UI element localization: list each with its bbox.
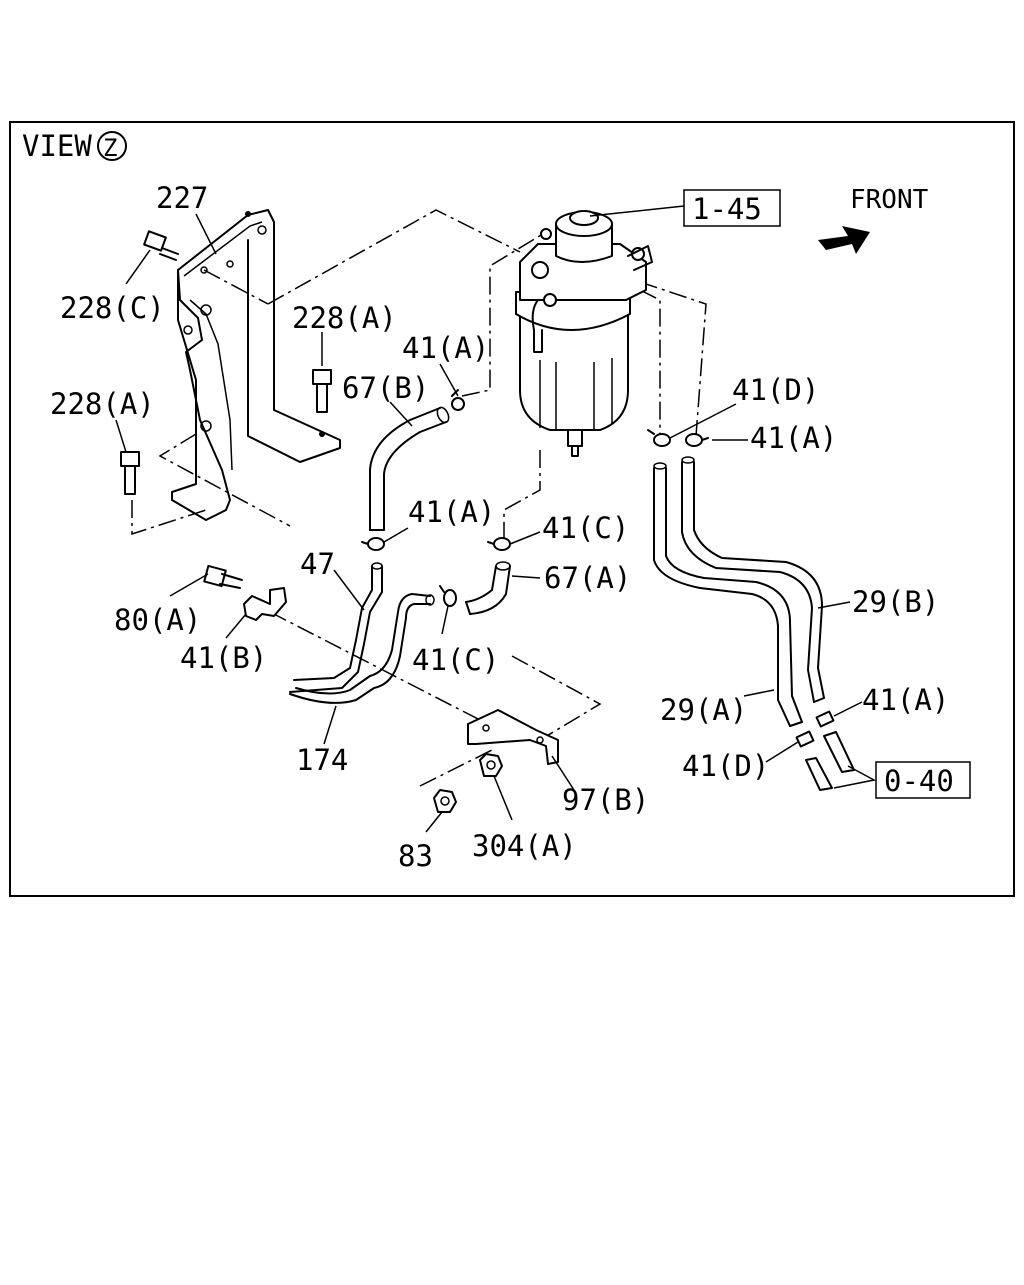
callout-41c-low: 41(C) xyxy=(412,643,499,677)
align-line-3 xyxy=(158,433,291,527)
view-letter-circle xyxy=(97,131,127,161)
callout-80a: 80(A) xyxy=(114,603,201,637)
callout-41a-right: 41(A) xyxy=(750,421,837,455)
pipe-29a xyxy=(653,462,803,727)
callout-41d-low: 41(D) xyxy=(682,749,769,783)
callout-47: 47 xyxy=(300,547,335,581)
callout-174: 174 xyxy=(296,743,348,777)
callout-228c: 228(C) xyxy=(60,291,165,325)
callout-41c-mid: 41(C) xyxy=(542,511,629,545)
front-arrow-icon xyxy=(818,226,870,254)
hose-67b xyxy=(369,406,450,531)
callout-41a-top: 41(A) xyxy=(402,331,489,365)
callout-29b: 29(B) xyxy=(852,585,939,619)
callout-0-40-box xyxy=(875,761,971,799)
callout-41b: 41(B) xyxy=(180,641,267,675)
view-letter: Z xyxy=(103,134,117,162)
bracket-227 xyxy=(171,209,341,521)
hose-67a xyxy=(465,561,511,615)
callout-41d-right: 41(D) xyxy=(732,373,819,407)
callout-67a: 67(A) xyxy=(544,561,631,595)
clamp-41c-low xyxy=(439,585,457,607)
callout-29a: 29(A) xyxy=(660,693,747,727)
pipe-29b xyxy=(681,456,825,703)
align-line-4 xyxy=(131,500,207,536)
bolt-228a-top xyxy=(312,369,332,413)
align-line-10 xyxy=(511,655,602,741)
leader-lines xyxy=(115,205,877,833)
callout-228a-left: 228(A) xyxy=(50,387,155,421)
pipe-174 xyxy=(289,593,435,704)
bracket-97b xyxy=(467,709,559,765)
callout-228a-top: 228(A) xyxy=(292,301,397,335)
front-label: FRONT xyxy=(850,185,929,215)
fuel-filter-assembly xyxy=(515,210,653,457)
nut-83 xyxy=(433,789,457,813)
clamp-41d-low xyxy=(795,730,815,748)
align-line-9 xyxy=(269,611,481,721)
clamp-41a-right xyxy=(685,433,709,447)
callout-1-45-box xyxy=(683,189,781,227)
callout-41a-low: 41(A) xyxy=(862,683,949,717)
callout-41a-mid: 41(A) xyxy=(408,495,495,529)
clamp-41a-low xyxy=(815,710,835,728)
align-line-5 xyxy=(461,231,547,397)
callout-1-45: 1-45 xyxy=(692,192,762,226)
bolt-228c xyxy=(143,230,179,261)
align-line-8 xyxy=(639,281,707,437)
callout-83: 83 xyxy=(398,839,433,873)
bolt-228a-left xyxy=(120,451,140,495)
callout-227: 227 xyxy=(156,181,208,215)
align-line-2 xyxy=(203,269,269,305)
nut-304a xyxy=(479,753,503,777)
clip-41b xyxy=(243,587,287,621)
clamp-41d-right xyxy=(647,429,671,447)
view-frame xyxy=(9,121,1015,897)
callout-97b: 97(B) xyxy=(562,783,649,817)
callout-0-40: 0-40 xyxy=(884,764,954,798)
view-label: VIEW xyxy=(22,129,92,163)
align-line-7 xyxy=(639,289,661,440)
clamp-41a-mid xyxy=(361,537,385,551)
hose-47 xyxy=(289,562,383,693)
align-line-1 xyxy=(267,209,521,305)
bolt-80a xyxy=(203,564,243,589)
clamp-41c-mid xyxy=(487,537,511,551)
callout-67b: 67(B) xyxy=(342,371,429,405)
align-line-6 xyxy=(503,450,541,540)
align-line-11 xyxy=(419,747,497,787)
clamp-41a-top xyxy=(451,389,465,411)
callout-304a: 304(A) xyxy=(472,829,577,863)
